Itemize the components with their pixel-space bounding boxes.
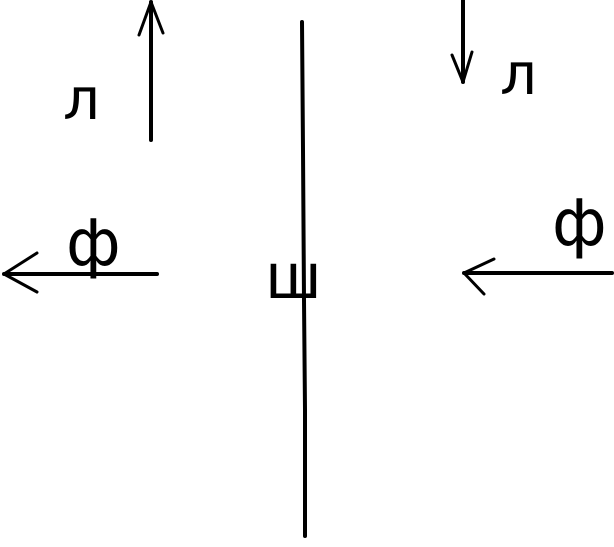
arrow-up-left (137, 0, 165, 142)
label-f-right: ф (552, 187, 607, 261)
label-f-left: ф (66, 207, 121, 281)
arrow-down-right (450, 0, 474, 84)
label-center-sh: ш (265, 240, 322, 313)
label-l-left: л (63, 65, 101, 133)
central-vertical-line (300, 20, 307, 538)
arrow-left-right (462, 257, 614, 296)
arrow-left-left (2, 251, 159, 294)
label-l-right: л (500, 40, 538, 108)
